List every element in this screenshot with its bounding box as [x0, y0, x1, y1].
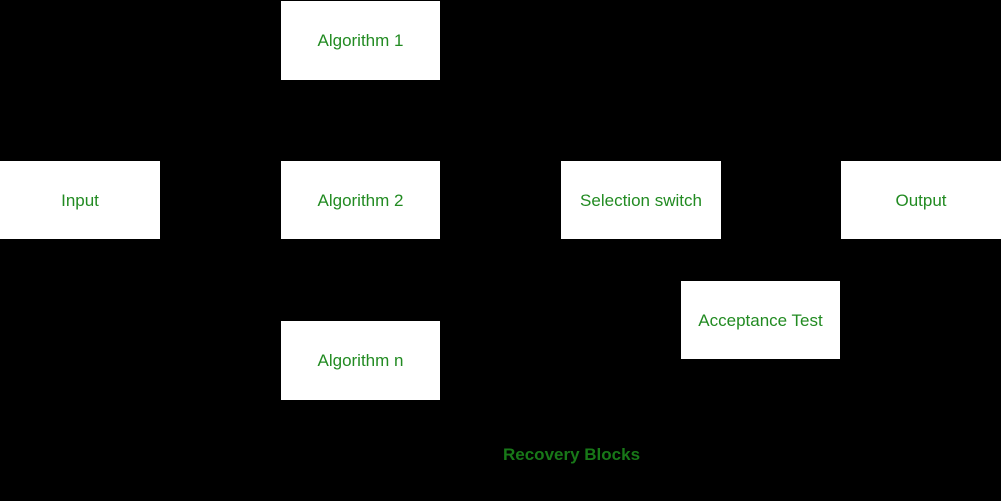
- node-selection-switch-label: Selection switch: [580, 190, 702, 210]
- node-input: Input: [0, 161, 160, 239]
- node-output: Output: [841, 161, 1001, 239]
- node-algorithm-n-label: Algorithm n: [317, 351, 404, 370]
- node-acceptance-test-label: Acceptance Test: [698, 310, 823, 330]
- node-algorithm-2-label: Algorithm 2: [317, 190, 404, 210]
- node-algorithm-1: Algorithm 1: [281, 1, 440, 80]
- node-selection-switch: Selection switch: [561, 161, 721, 239]
- node-output-label: Output: [895, 190, 947, 210]
- node-input-label: Input: [61, 190, 99, 210]
- node-acceptance-test: Acceptance Test: [681, 281, 840, 359]
- diagram-caption: Recovery Blocks: [503, 445, 641, 464]
- node-algorithm-2: Algorithm 2: [281, 161, 440, 239]
- node-algorithm-n: Algorithm n: [281, 321, 440, 400]
- node-algorithm-1-label: Algorithm 1: [317, 31, 404, 50]
